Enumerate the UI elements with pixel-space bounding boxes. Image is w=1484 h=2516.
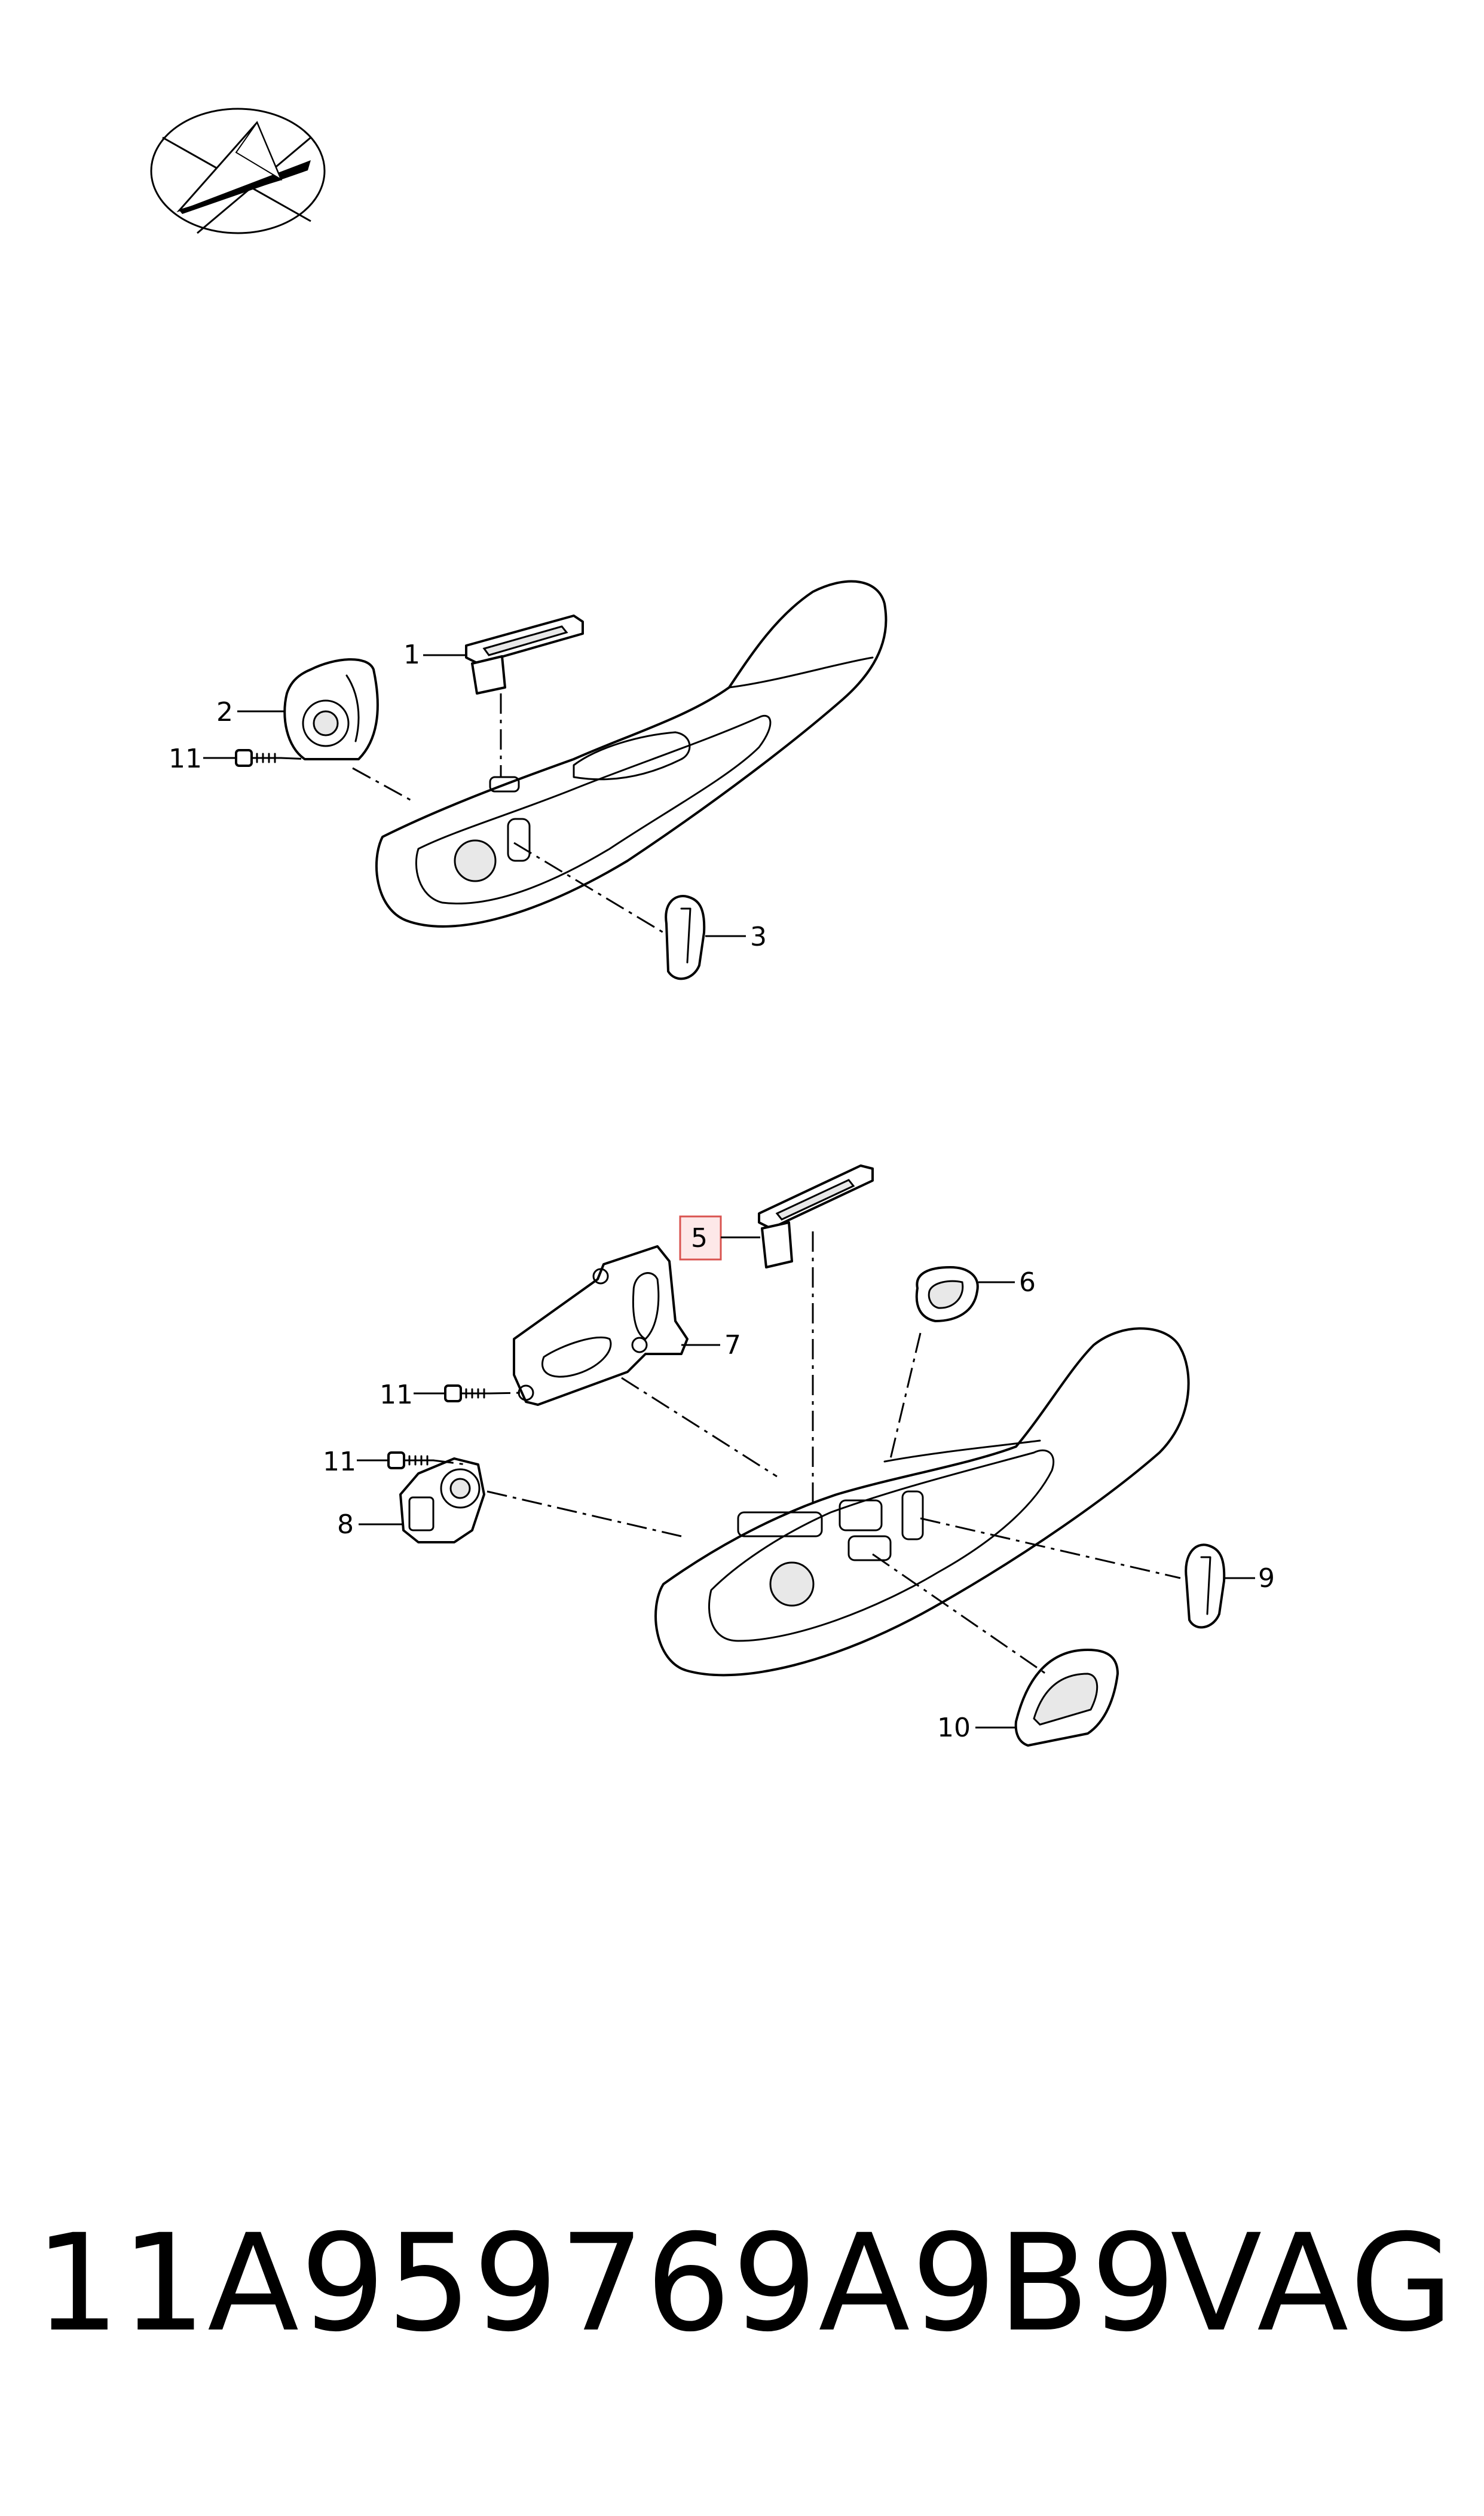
part-6-switch	[915, 1266, 979, 1322]
svg-text:1: 1	[403, 640, 420, 670]
vag-logo	[150, 108, 326, 234]
callout-9: 9	[1224, 1563, 1275, 1594]
seat-side-trim-upper	[375, 580, 888, 928]
part-9-cap	[1185, 1543, 1226, 1629]
svg-text:10: 10	[937, 1713, 971, 1743]
svg-text:11: 11	[380, 1380, 413, 1410]
svg-text:11: 11	[323, 1447, 356, 1477]
part-11-screw-lower-b	[387, 1451, 435, 1469]
callout-11-lower-a: 11	[380, 1380, 445, 1410]
callout-6: 6	[978, 1267, 1036, 1298]
part-number: 11A959769A9B9	[35, 2205, 1177, 2361]
svg-text:9: 9	[1258, 1563, 1275, 1594]
svg-text:3: 3	[750, 922, 767, 952]
part-7-bracket	[513, 1245, 689, 1406]
part-2-housing	[283, 658, 379, 760]
svg-text:7: 7	[724, 1330, 741, 1361]
part-3-cap	[665, 895, 706, 980]
footer: 11A959769A9B9 VAG	[35, 2212, 1457, 2355]
seat-side-trim-lower	[654, 1327, 1190, 1677]
lower-assembly	[387, 1164, 1226, 1747]
brand-name: VAG	[1170, 2205, 1457, 2361]
svg-text:11: 11	[169, 744, 202, 774]
callout-3: 3	[705, 922, 767, 952]
part-11-screw-upper	[235, 749, 282, 767]
callout-7: 7	[681, 1330, 741, 1361]
part-11-screw-lower-a	[444, 1384, 491, 1402]
upper-assembly	[235, 580, 888, 980]
svg-text:8: 8	[337, 1509, 354, 1540]
callout-11-lower-b: 11	[323, 1447, 388, 1477]
part-1-switch	[465, 615, 584, 695]
part-10-cover	[1014, 1649, 1119, 1747]
callout-5-highlight: 5	[679, 1215, 760, 1261]
callout-10: 10	[937, 1713, 1016, 1743]
part-5-switch	[758, 1164, 874, 1268]
callout-1: 1	[403, 640, 466, 670]
callout-2: 2	[216, 697, 284, 727]
svg-text:5: 5	[691, 1223, 708, 1254]
svg-text:2: 2	[216, 697, 233, 727]
callout-5-box	[679, 1215, 722, 1261]
callout-8: 8	[337, 1509, 403, 1540]
callout-11-upper: 11	[169, 744, 236, 774]
part-8-switch-unit	[399, 1457, 485, 1543]
svg-text:6: 6	[1019, 1267, 1036, 1298]
